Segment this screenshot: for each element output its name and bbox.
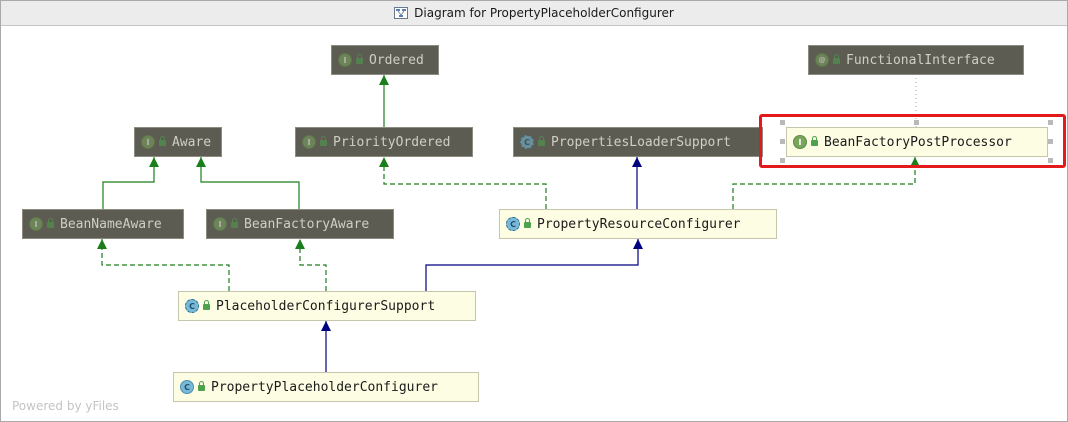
lock-icon	[47, 218, 54, 228]
edge-beannameaware-to-aware	[102, 157, 155, 209]
edge-beanfactoryaware-to-aware	[200, 157, 300, 209]
node-label: PriorityOrdered	[333, 134, 451, 150]
lock-icon	[159, 136, 166, 146]
lock-icon	[833, 54, 840, 64]
lock-icon	[198, 381, 205, 391]
arrowhead-propertyresourceconfigurer	[633, 239, 643, 249]
edge-placeholderconfigurersupport-to-propertyresourceconfigurer	[425, 239, 639, 291]
resize-handle[interactable]	[780, 139, 785, 144]
diagram-canvas[interactable]: I Ordered @ FunctionalInterface I Aware …	[1, 26, 1067, 421]
arrowhead-aware-right	[196, 157, 206, 167]
node-ordered[interactable]: I Ordered	[331, 45, 439, 75]
edge-layer	[97, 75, 920, 372]
arrowhead-placeholderconfigurersupport	[321, 321, 331, 331]
abstract-class-badge-icon: C	[506, 217, 520, 231]
class-badge-icon: C	[180, 380, 194, 394]
node-beannameaware[interactable]: I BeanNameAware	[22, 209, 184, 239]
node-label: PropertyResourceConfigurer	[537, 216, 741, 232]
annotation-badge-icon: @	[815, 53, 829, 67]
node-propertyresourceconfigurer[interactable]: C PropertyResourceConfigurer	[499, 209, 777, 239]
lock-icon	[320, 136, 327, 146]
node-label: FunctionalInterface	[846, 52, 995, 68]
arrowhead-beanfactoryaware	[295, 239, 305, 249]
node-placeholderconfigurersupport[interactable]: C PlaceholderConfigurerSupport	[178, 291, 476, 321]
selection-highlight	[759, 114, 1066, 168]
node-label: BeanFactoryAware	[244, 216, 370, 232]
interface-badge-icon: I	[338, 53, 352, 67]
edge-propertyresourceconfigurer-to-beanfactorypostprocessor	[732, 157, 916, 209]
node-propertiesloadersupport[interactable]: C PropertiesLoaderSupport	[513, 127, 763, 157]
edge-placeholderconfigurersupport-to-beanfactoryaware	[299, 239, 327, 291]
node-label: PropertyPlaceholderConfigurer	[211, 379, 438, 395]
resize-handle[interactable]	[780, 158, 785, 163]
lock-icon	[203, 300, 210, 310]
resize-handle[interactable]	[1048, 120, 1053, 125]
interface-badge-icon: I	[29, 217, 43, 231]
title-bar: Diagram for PropertyPlaceholderConfigure…	[1, 1, 1067, 26]
node-label: PlaceholderConfigurerSupport	[216, 298, 436, 314]
arrowhead-beannameaware	[97, 239, 107, 249]
abstract-class-badge-icon: C	[185, 299, 199, 313]
interface-badge-icon: I	[793, 135, 807, 149]
node-aware[interactable]: I Aware	[134, 127, 222, 157]
node-label: PropertiesLoaderSupport	[551, 134, 732, 150]
interface-badge-icon: I	[141, 135, 155, 149]
resize-handle[interactable]	[1048, 158, 1053, 163]
edge-propertyresourceconfigurer-to-priorityordered	[383, 157, 547, 209]
arrowhead-priorityordered	[379, 157, 389, 167]
node-label: BeanNameAware	[60, 216, 162, 232]
node-functionalinterface[interactable]: @ FunctionalInterface	[808, 45, 1024, 75]
arrowhead-ordered	[379, 75, 389, 85]
edge-placeholderconfigurersupport-to-beannameaware	[101, 239, 230, 291]
arrowhead-aware-left	[149, 157, 159, 167]
interface-badge-icon: I	[213, 217, 227, 231]
node-beanfactorypostprocessor[interactable]: I BeanFactoryPostProcessor	[786, 127, 1048, 157]
resize-handle[interactable]	[1048, 139, 1053, 144]
lock-icon	[356, 54, 363, 64]
lock-icon	[811, 136, 818, 146]
node-label: Aware	[172, 134, 212, 150]
node-label: BeanFactoryPostProcessor	[824, 134, 1012, 150]
resize-handle[interactable]	[914, 120, 919, 125]
node-label: Ordered	[369, 52, 424, 68]
resize-handle[interactable]	[780, 120, 785, 125]
interface-badge-icon: I	[302, 135, 316, 149]
abstract-class-badge-icon: C	[520, 135, 534, 149]
watermark: Powered by yFiles	[12, 399, 119, 413]
arrowhead-beanfactorypostprocessor	[910, 157, 920, 167]
node-beanfactoryaware[interactable]: I BeanFactoryAware	[206, 209, 394, 239]
arrowhead-propertiesloadersupport	[632, 157, 642, 167]
window-title: Diagram for PropertyPlaceholderConfigure…	[414, 6, 674, 20]
node-propertyplaceholderconfigurer[interactable]: C PropertyPlaceholderConfigurer	[173, 372, 479, 402]
lock-icon	[538, 136, 545, 146]
lock-icon	[524, 218, 531, 228]
node-priorityordered[interactable]: I PriorityOrdered	[295, 127, 473, 157]
lock-icon	[231, 218, 238, 228]
diagram-icon	[394, 7, 409, 19]
